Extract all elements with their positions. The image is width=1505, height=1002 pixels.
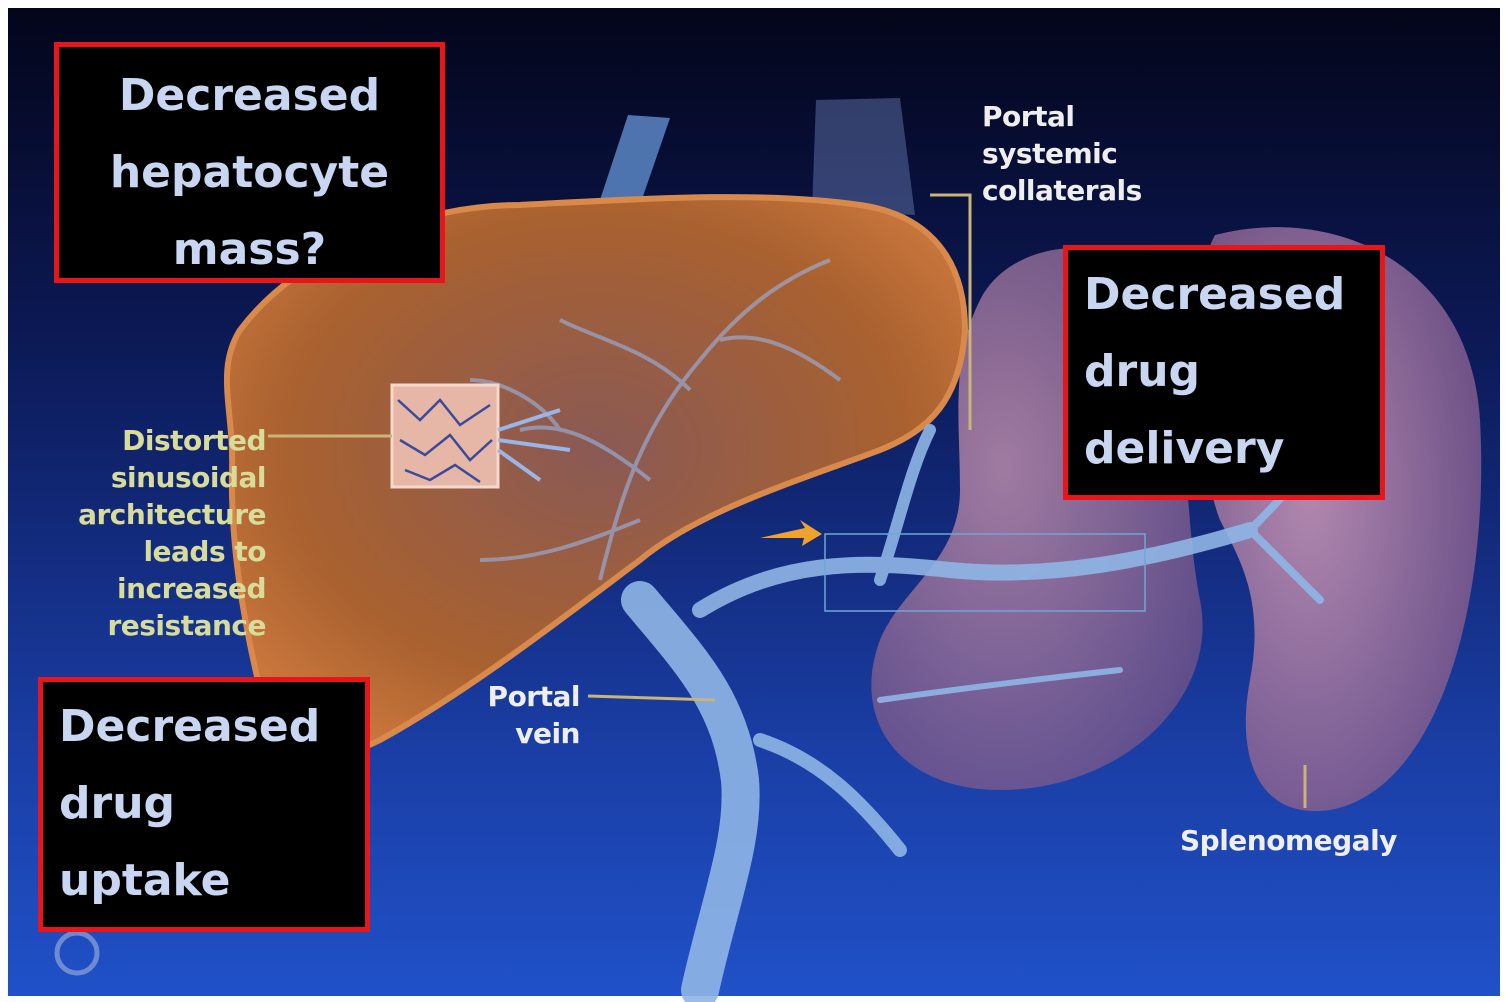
callout-line: delivery [1084, 410, 1380, 487]
label-splenomegaly: Splenomegaly [1180, 822, 1397, 859]
label-line: Portal [982, 98, 1142, 135]
callout-line: Decreased [1084, 256, 1380, 333]
label-line: systemic [982, 135, 1142, 172]
label-portal-systemic-collaterals: Portal systemic collaterals [982, 98, 1142, 209]
label-line: collaterals [982, 172, 1142, 209]
callout-line: drug [59, 765, 365, 842]
callout-line: uptake [59, 842, 365, 919]
label-distorted-sinusoidal-architecture: Distorted sinusoidal architecture leads … [40, 422, 266, 644]
label-line: vein [472, 715, 580, 752]
callout-decreased-drug-uptake: Decreased drug uptake [38, 677, 370, 932]
label-line: sinusoidal [40, 459, 266, 496]
callout-line: Decreased [59, 688, 365, 765]
label-portal-vein: Portal vein [472, 678, 580, 752]
callout-decreased-drug-delivery: Decreased drug delivery [1063, 245, 1385, 500]
label-line: leads to [40, 533, 266, 570]
callout-decreased-hepatocyte-mass: Decreased hepatocyte mass? [54, 42, 445, 283]
label-line: increased [40, 570, 266, 607]
callout-line: drug [1084, 333, 1380, 410]
label-line: Distorted [40, 422, 266, 459]
callout-line: hepatocyte [59, 134, 440, 211]
label-line: Portal [472, 678, 580, 715]
label-line: resistance [40, 607, 266, 644]
callout-line: mass? [59, 211, 440, 288]
callout-line: Decreased [59, 57, 440, 134]
label-line: architecture [40, 496, 266, 533]
